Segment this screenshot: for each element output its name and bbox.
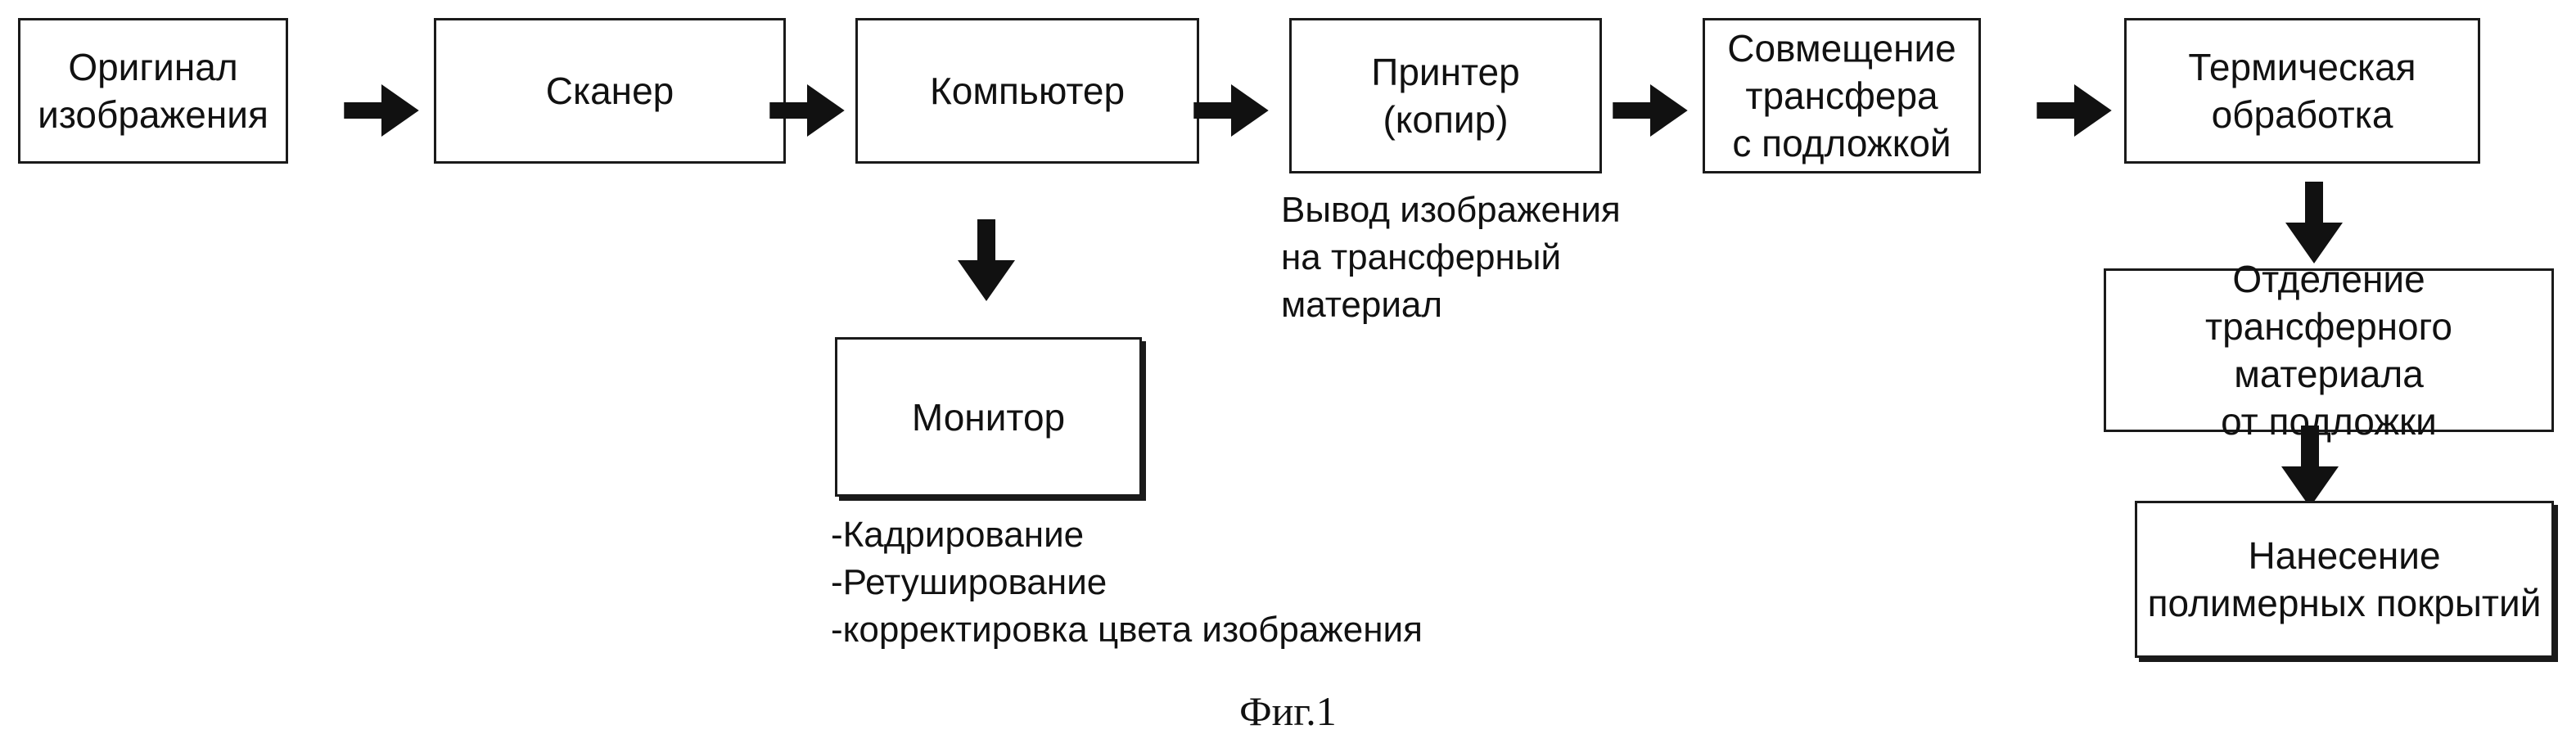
box-computer: Компьютер xyxy=(855,18,1199,164)
box-printer-line-2: (копир) xyxy=(1383,96,1508,143)
box-combine-line-3: с подложкой xyxy=(1732,119,1951,167)
note-monitor-op-retouch: -Ретуширование xyxy=(831,559,1423,606)
box-combine-line-1: Совмещение xyxy=(1727,25,1956,72)
arrow-down-icon xyxy=(2280,426,2340,507)
figure-caption: Фиг.1 xyxy=(0,687,2576,735)
box-scanner-label: Сканер xyxy=(546,67,674,115)
box-combine-transfer: Совмещение трансфера с подложкой xyxy=(1703,18,1981,173)
box-thermal-line-1: Термическая xyxy=(2188,43,2416,91)
box-thermal-line-2: обработка xyxy=(2212,91,2393,138)
box-computer-label: Компьютер xyxy=(930,67,1125,115)
box-original-image-line-2: изображения xyxy=(38,91,268,138)
box-original-image: Оригинал изображения xyxy=(18,18,288,164)
box-separation-line-2: трансферного материала xyxy=(2106,303,2551,398)
arrow-down-icon xyxy=(956,219,1017,301)
box-monitor: Монитор xyxy=(835,337,1142,497)
note-printer-output: Вывод изображения на трансферный материа… xyxy=(1281,187,1621,329)
box-monitor-label: Монитор xyxy=(912,394,1065,441)
arrow-down-icon xyxy=(2284,182,2344,263)
note-monitor-op-crop: -Кадрирование xyxy=(831,511,1423,559)
box-combine-line-2: трансфера xyxy=(1745,72,1938,119)
box-printer-line-1: Принтер xyxy=(1371,48,1519,96)
note-printer-output-line-1: Вывод изображения xyxy=(1281,187,1621,234)
arrow-right-icon xyxy=(344,84,419,137)
box-polymer-coating: Нанесение полимерных покрытий xyxy=(2135,501,2554,658)
note-printer-output-line-2: на трансферный xyxy=(1281,234,1621,281)
box-thermal-treatment: Термическая обработка xyxy=(2124,18,2480,164)
note-monitor-operations: -Кадрирование -Ретуширование -корректиро… xyxy=(831,511,1423,654)
box-scanner: Сканер xyxy=(434,18,786,164)
note-monitor-op-color: -корректировка цвета изображения xyxy=(831,606,1423,654)
box-printer: Принтер (копир) xyxy=(1289,18,1602,173)
arrow-right-icon xyxy=(1613,84,1688,137)
arrow-right-icon xyxy=(2037,84,2112,137)
box-separation: Отделение трансферного материала от подл… xyxy=(2104,268,2554,432)
box-separation-line-1: Отделение xyxy=(2232,255,2425,303)
box-original-image-line-1: Оригинал xyxy=(68,43,237,91)
note-printer-output-line-3: материал xyxy=(1281,281,1621,329)
arrow-right-icon xyxy=(769,84,845,137)
box-coating-line-1: Нанесение xyxy=(2248,532,2440,579)
arrow-right-icon xyxy=(1193,84,1269,137)
box-coating-line-2: полимерных покрытий xyxy=(2148,579,2542,627)
